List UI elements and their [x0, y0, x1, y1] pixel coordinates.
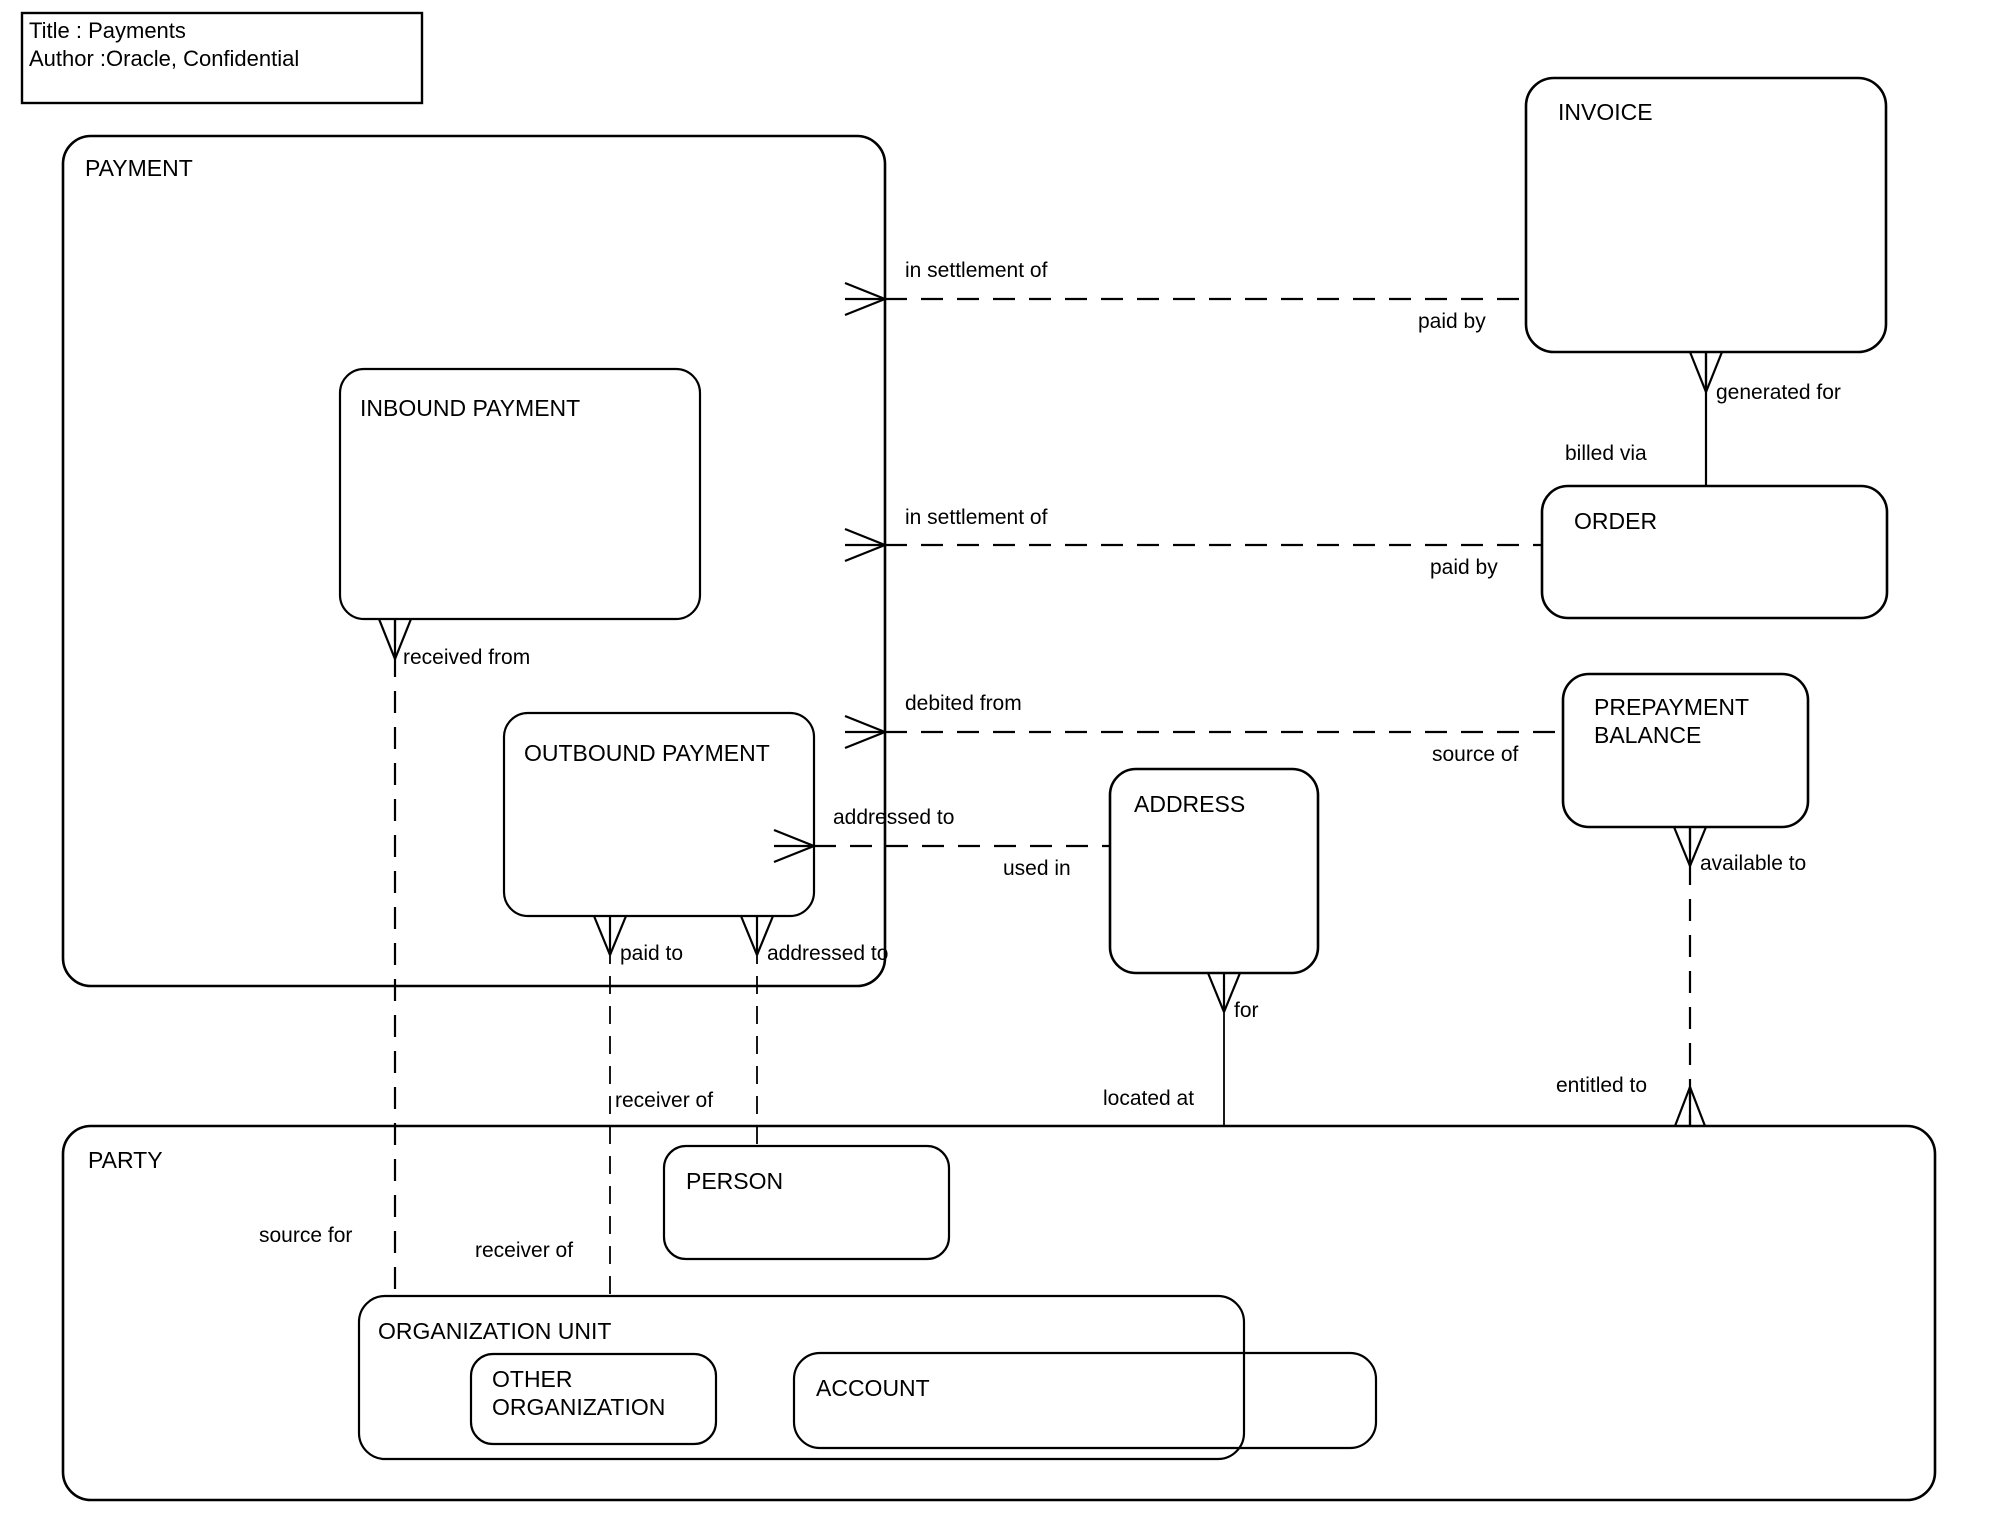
entity-label-person: PERSON — [686, 1168, 784, 1194]
organization-unit-entity-box — [357, 1294, 1246, 1461]
rel-label-used-in: used in — [1003, 857, 1071, 880]
entity-label-order: ORDER — [1574, 508, 1658, 534]
rel-label-available-to: available to — [1700, 852, 1807, 875]
rel-label-paid-by-order: paid by — [1430, 556, 1498, 579]
address-entity-box — [1108, 767, 1320, 975]
entity-label-prepayment-balance: PREPAYMENT BALANCE — [1594, 694, 1750, 748]
rel-label-for: for — [1234, 999, 1259, 1022]
rel-label-billed-via: billed via — [1565, 442, 1647, 465]
crowsfoot-payment-order — [844, 527, 886, 563]
crowsfoot-outbound-person — [739, 915, 775, 956]
rel-label-entitled-to: entitled to — [1556, 1074, 1648, 1097]
author-block-text: Author :Oracle, Confidential — [29, 46, 300, 71]
person-entity-box — [662, 1144, 951, 1261]
entity-label-party: PARTY — [88, 1147, 163, 1173]
entity-label-organization-unit: ORGANIZATION UNIT — [378, 1318, 612, 1344]
crowsfoot-prepayment-down — [1672, 826, 1708, 867]
rel-label-in-settlement-of-invoice: in settlement of — [905, 259, 1048, 282]
rel-label-source-of: source of — [1432, 743, 1519, 766]
crowsfoot-prepayment-party — [1673, 1086, 1707, 1127]
rel-label-addressed-to-address: addressed to — [833, 806, 955, 829]
crowsfoot-address-party — [1206, 972, 1242, 1013]
rel-label-addressed-to-person: addressed to — [767, 942, 889, 965]
rel-label-debited-from: debited from — [905, 692, 1022, 715]
entity-label-payment: PAYMENT — [85, 155, 193, 181]
title-block-text: Title : Payments — [29, 18, 186, 43]
crowsfoot-payment-prepayment — [844, 714, 886, 750]
crowsfoot-payment-invoice — [844, 281, 886, 317]
rel-label-paid-to: paid to — [620, 942, 684, 965]
entity-label-address: ADDRESS — [1134, 791, 1246, 817]
order-entity-box — [1540, 484, 1889, 620]
rel-label-received-from: received from — [403, 646, 531, 669]
crowsfoot-inbound-orgunit — [377, 618, 413, 660]
entity-label-outbound-payment: OUTBOUND PAYMENT — [524, 740, 770, 766]
party-entity-box — [61, 1124, 1937, 1502]
rel-label-receiver-of-orgunit: receiver of — [475, 1239, 574, 1262]
outbound-payment-entity-box — [502, 711, 816, 918]
rel-label-located-at: located at — [1103, 1087, 1195, 1110]
rel-label-receiver-of-person: receiver of — [615, 1089, 714, 1112]
other-organization-entity-box — [469, 1352, 718, 1446]
prepayment-balance-entity-box — [1561, 672, 1810, 829]
rel-label-source-for: source for — [259, 1224, 353, 1247]
inbound-payment-entity-box — [338, 367, 702, 621]
payment-entity-box — [61, 134, 887, 988]
entity-label-account: ACCOUNT — [816, 1375, 930, 1401]
rel-label-generated-for: generated for — [1716, 381, 1841, 404]
rel-label-paid-by-invoice: paid by — [1418, 310, 1486, 333]
title-box — [20, 11, 424, 105]
account-entity-box — [792, 1351, 1378, 1450]
crowsfoot-outbound-orgunit — [592, 915, 628, 956]
crowsfoot-invoice-order — [1688, 351, 1724, 393]
crowsfoot-outbound-address — [773, 828, 815, 864]
entity-label-other-organization: OTHER ORGANIZATION — [492, 1366, 666, 1420]
rel-label-in-settlement-of-order: in settlement of — [905, 506, 1048, 529]
entity-label-inbound-payment: INBOUND PAYMENT — [360, 395, 581, 421]
entity-label-invoice: INVOICE — [1558, 99, 1653, 125]
